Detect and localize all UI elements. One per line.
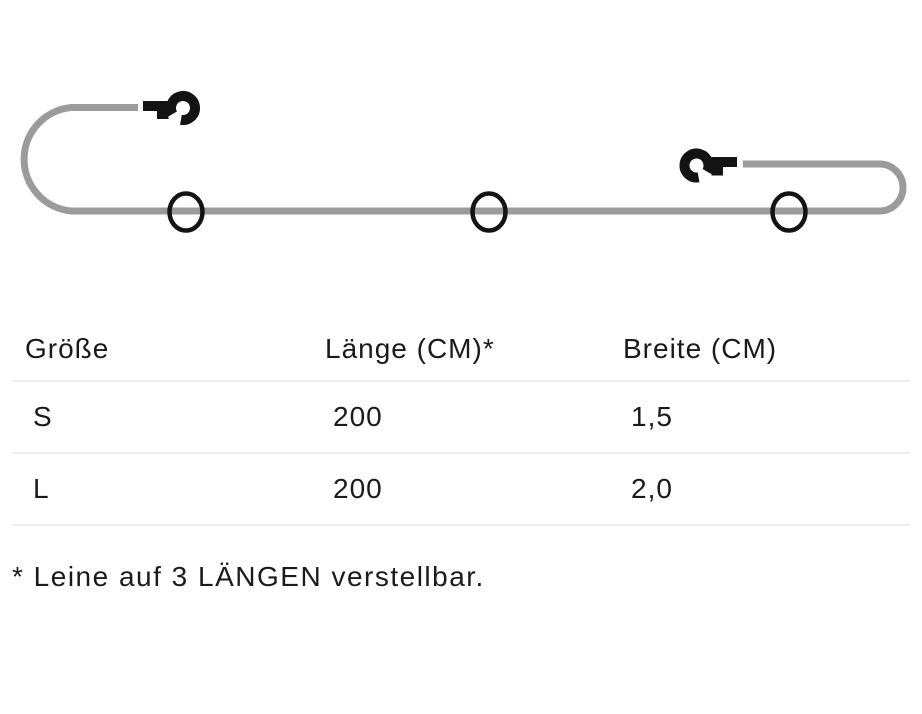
snap-hook-left-gate (166, 91, 200, 125)
cell-width: 1,5 (610, 381, 910, 454)
snap-hook-right-gate (679, 148, 714, 183)
col-header-groesse: Größe (12, 317, 312, 382)
cell-size: L (12, 453, 312, 526)
o-ring-middle-icon (470, 191, 508, 233)
cell-length: 200 (312, 381, 610, 454)
table-row-size-l: L 200 2,0 (12, 453, 910, 526)
snap-hook-left-tab (143, 101, 169, 119)
snap-hook-left-icon (143, 91, 200, 125)
size-table-body: S 200 1,5 L 200 2,0 (12, 381, 910, 526)
leash-diagram (20, 91, 907, 233)
table-row-size-s: S 200 1,5 (12, 381, 910, 454)
cell-size: S (12, 381, 312, 454)
snap-hook-right-tab (711, 157, 737, 176)
leash-strap-line (20, 104, 907, 215)
cell-length: 200 (312, 453, 610, 526)
o-ring-right-icon (770, 191, 808, 233)
length-adjustable-footnote: * Leine auf 3 LÄNGEN verstellbar. (12, 561, 485, 592)
col-header-laenge: Länge (CM)* (312, 317, 610, 382)
size-table: Größe Länge (CM)* Breite (CM) S 200 1,5 … (12, 317, 910, 526)
size-table-header: Größe Länge (CM)* Breite (CM) (12, 317, 910, 382)
cell-width: 2,0 (610, 453, 910, 526)
o-ring-left-icon (167, 191, 205, 233)
header-row: Größe Länge (CM)* Breite (CM) (12, 317, 910, 382)
col-header-breite: Breite (CM) (610, 317, 910, 382)
snap-hook-right-icon (679, 148, 737, 183)
